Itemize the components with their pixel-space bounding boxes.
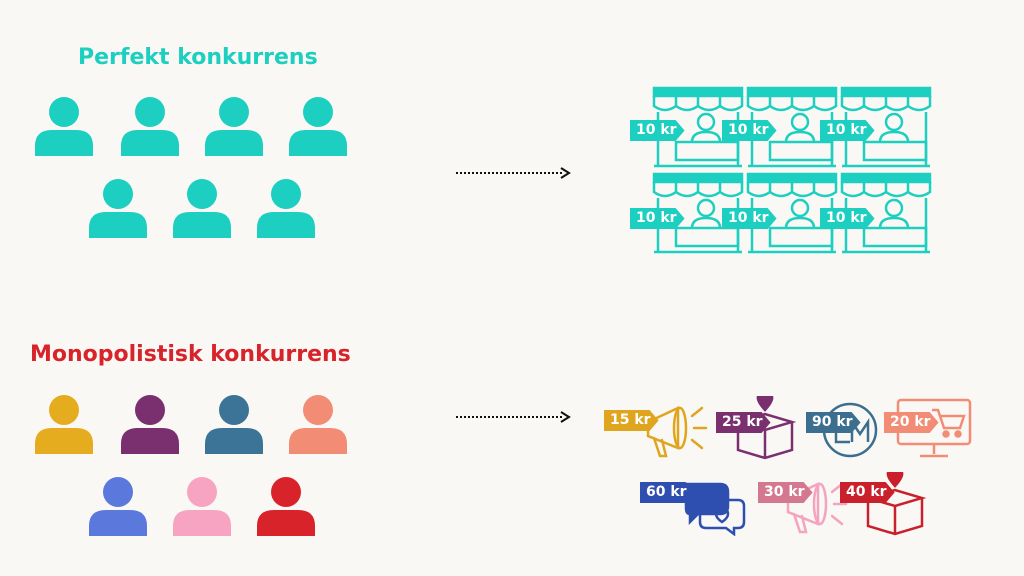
person-icon [205,97,263,156]
person-icon [173,179,231,238]
price-tag: 40 kr [840,482,895,503]
perfect-competition-title: Perfekt konkurrens [78,45,318,70]
person-icon [289,97,347,156]
person-icon [205,395,263,454]
person-icon [173,477,231,536]
megaphone-icon [646,406,708,458]
price-tag: 15 kr [604,410,659,431]
person-icon [257,477,315,536]
person-icon [121,97,179,156]
gift-box-icon [733,396,797,460]
price-tag: 30 kr [758,482,813,503]
chat-bubbles-icon [684,482,746,536]
person-icon [289,395,347,454]
market-stall-icon [840,172,932,254]
megaphone-icon [786,482,848,534]
price-tag: 25 kr [716,412,771,433]
price-tag: 20 kr [884,412,939,433]
price-tag: 10 kr [722,120,777,141]
person-icon [89,179,147,238]
person-icon [35,97,93,156]
price-tag: 90 kr [806,412,861,433]
price-tag: 10 kr [820,208,875,229]
price-tag: 10 kr [630,208,685,229]
price-tag: 60 kr [640,482,695,503]
dotted-arrow-icon [456,411,571,423]
price-tag: 10 kr [820,120,875,141]
price-tag: 10 kr [722,208,777,229]
person-icon [257,179,315,238]
dotted-arrow-icon [456,167,571,179]
monopolistic-competition-title: Monopolistisk konkurrens [30,342,351,367]
gift-box-icon [863,472,927,536]
person-icon [89,477,147,536]
market-stall-icon [746,172,838,254]
person-icon [121,395,179,454]
price-tag: 10 kr [630,120,685,141]
person-icon [35,395,93,454]
